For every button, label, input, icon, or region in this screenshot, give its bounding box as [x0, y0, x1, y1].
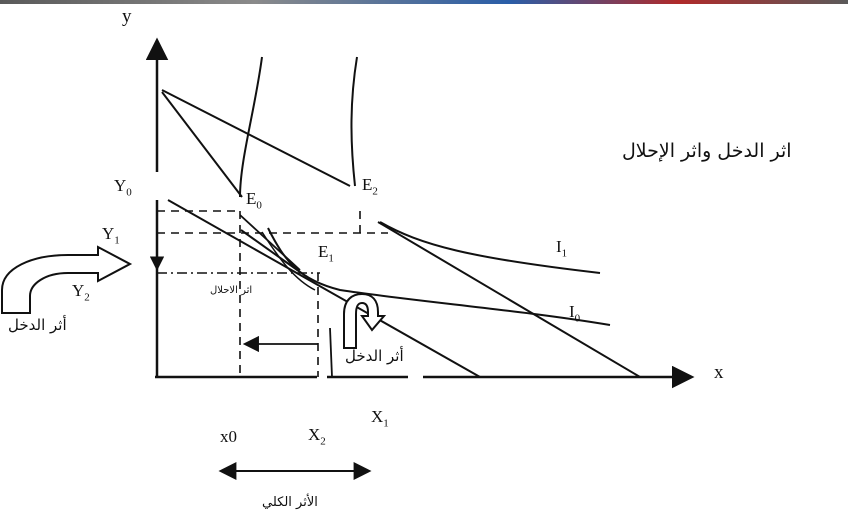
x2-label: X2: [308, 425, 326, 448]
budget-line-new: [161, 89, 351, 187]
curve-i0-label: I0: [569, 302, 581, 325]
point-e1-label: E1: [318, 242, 334, 265]
indifference-curve-i1-left: [350, 56, 358, 187]
budget-line-original-lower: [240, 229, 301, 273]
x0-label: x0: [220, 427, 237, 446]
y0-label: Y0: [114, 176, 132, 199]
income-effect-label-right: أثر الدخل: [345, 347, 404, 365]
y2-label: Y2: [72, 281, 90, 304]
y1-label: Y1: [102, 224, 120, 247]
total-effect-label: الأثر الكلي: [262, 495, 318, 510]
x-axis-gap-2: [408, 372, 423, 382]
budget-line-original: [161, 91, 243, 198]
x1-label: X1: [371, 407, 389, 430]
indifference-curve-i0-left: [239, 56, 263, 198]
indifference-curve-i1: [379, 221, 601, 274]
indifference-curve-e1-arc: [261, 231, 316, 291]
curve-i1-label: I1: [556, 237, 568, 260]
point-e0-label: E0: [246, 189, 262, 212]
y-axis-gap: [152, 172, 162, 200]
budget-line-new-lower: [377, 221, 641, 378]
top-banner: [0, 0, 848, 4]
income-effect-label-left: أثر الدخل: [8, 316, 67, 334]
substitution-effect-label: اثر الاحلال: [210, 285, 253, 296]
x-axis-gap-1: [317, 372, 327, 382]
point-e2-label: E2: [362, 175, 378, 198]
compensated-budget-line: [167, 199, 481, 378]
diagram-title: اثر الدخل واثر الإحلال: [622, 140, 792, 162]
income-effect-curved-arrow-left: [1, 245, 133, 314]
compensated-budget-line-2: [239, 214, 301, 271]
y-axis-label: y: [122, 6, 132, 27]
income-effect-curved-arrow-right: [343, 292, 387, 349]
x-axis-label: x: [714, 362, 724, 383]
parallel-line-short: [329, 327, 333, 378]
